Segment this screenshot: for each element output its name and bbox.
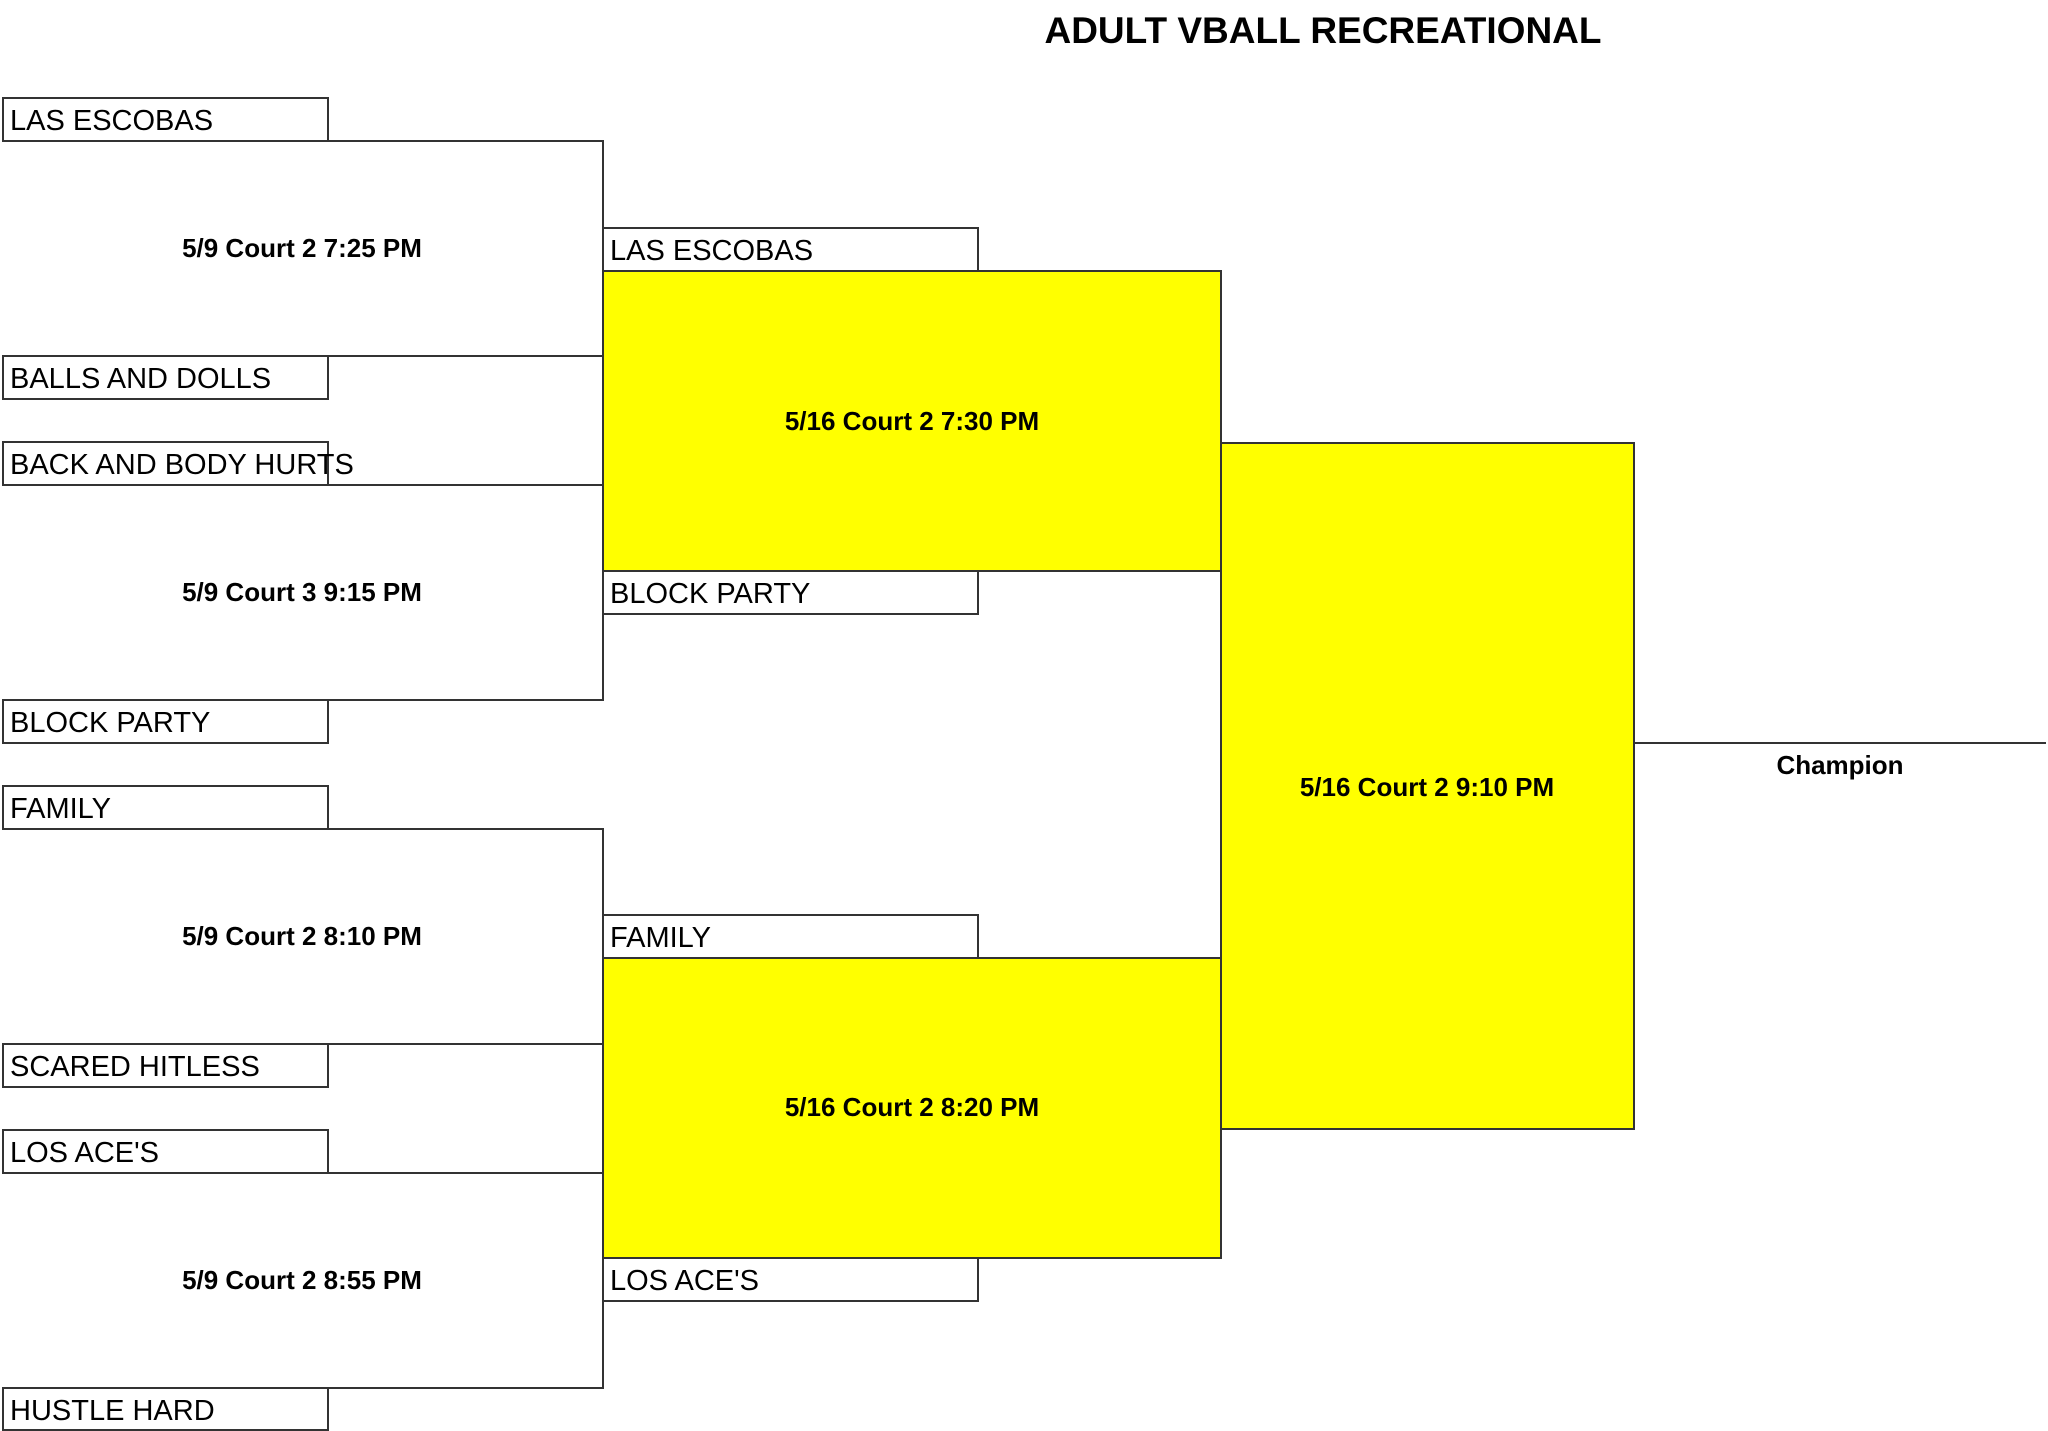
team-name: BALLS AND DOLLS bbox=[10, 363, 271, 395]
round2-slot-4[interactable]: LOS ACE'S bbox=[602, 1257, 979, 1302]
team-name: LOS ACE'S bbox=[610, 1265, 759, 1297]
team-name: LAS ESCOBAS bbox=[10, 105, 213, 137]
round1-slot-3[interactable]: BACK AND BODY HURTS bbox=[2, 441, 354, 486]
game-label-r2-1: 5/16 Court 2 7:30 PM bbox=[785, 406, 1039, 436]
game-label-final: 5/16 Court 2 9:10 PM bbox=[1300, 772, 1554, 802]
round1-slot-8[interactable]: HUSTLE HARD bbox=[2, 1387, 329, 1431]
team-name: HUSTLE HARD bbox=[10, 1395, 215, 1427]
round2-slot-1[interactable]: LAS ESCOBAS bbox=[602, 227, 979, 272]
game-label-r1-3: 5/9 Court 2 8:10 PM bbox=[182, 921, 422, 951]
round1-slot-4[interactable]: BLOCK PARTY bbox=[2, 699, 329, 744]
team-name: BLOCK PARTY bbox=[10, 707, 210, 739]
semifinal-box-2 bbox=[602, 957, 1222, 1259]
champion-label: Champion bbox=[1776, 750, 1903, 780]
round1-slot-1[interactable]: LAS ESCOBAS bbox=[2, 97, 329, 142]
game-label-r1-4: 5/9 Court 2 8:55 PM bbox=[182, 1265, 422, 1295]
game-label-r1-2: 5/9 Court 3 9:15 PM bbox=[182, 577, 422, 607]
semifinal-box-1 bbox=[602, 270, 1222, 572]
final-box bbox=[1220, 442, 1635, 1130]
team-name: BLOCK PARTY bbox=[610, 578, 810, 610]
team-name: LOS ACE'S bbox=[10, 1137, 159, 1169]
round1-slot-6[interactable]: SCARED HITLESS bbox=[2, 1043, 329, 1088]
game-label-r1-1: 5/9 Court 2 7:25 PM bbox=[182, 233, 422, 263]
bracket-title: ADULT VBALL RECREATIONAL bbox=[1044, 10, 1601, 51]
round1-slot-7[interactable]: LOS ACE'S bbox=[2, 1129, 329, 1174]
round1-slot-2[interactable]: BALLS AND DOLLS bbox=[2, 355, 329, 400]
team-name: BACK AND BODY HURTS bbox=[10, 449, 354, 481]
round2-slot-3[interactable]: FAMILY bbox=[602, 914, 979, 959]
game-label-r2-2: 5/16 Court 2 8:20 PM bbox=[785, 1092, 1039, 1122]
team-name: LAS ESCOBAS bbox=[610, 235, 813, 267]
team-name: SCARED HITLESS bbox=[10, 1051, 260, 1083]
team-name: FAMILY bbox=[610, 922, 711, 954]
round1-slot-5[interactable]: FAMILY bbox=[2, 785, 329, 830]
round2-slot-2[interactable]: BLOCK PARTY bbox=[602, 570, 979, 615]
team-name: FAMILY bbox=[10, 793, 111, 825]
